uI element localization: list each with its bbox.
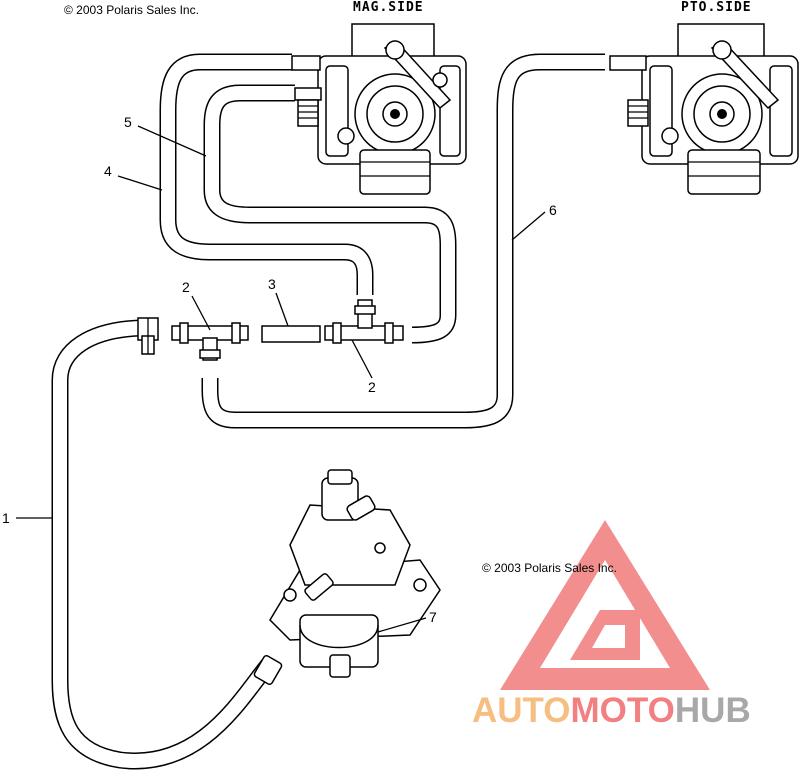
callout-3: 3 bbox=[268, 276, 276, 292]
hose-clamp bbox=[137, 317, 159, 355]
watermark-inner-mark bbox=[570, 610, 640, 660]
watermark-auto: AUTO bbox=[472, 691, 571, 730]
callout-6: 6 bbox=[549, 202, 557, 218]
callout-7: 7 bbox=[429, 609, 437, 625]
mag-side-label: MAG.SIDE bbox=[353, 0, 424, 15]
automotohub-watermark: AUTOMOTOHUB bbox=[472, 520, 751, 730]
leader-lines bbox=[16, 125, 546, 633]
callout-2-left: 2 bbox=[182, 279, 190, 295]
hose-3 bbox=[261, 325, 321, 343]
copyright-middle: © 2003 Polaris Sales Inc. bbox=[482, 561, 617, 575]
tee-fitting-right bbox=[324, 299, 404, 344]
callout-4: 4 bbox=[104, 163, 112, 179]
hoses bbox=[51, 53, 605, 770]
fuel-pump bbox=[253, 469, 441, 686]
watermark-moto: MOTO bbox=[571, 691, 675, 730]
watermark-hub: HUB bbox=[675, 691, 751, 730]
carburetor-pto-side: PTO.SIDE bbox=[609, 0, 799, 195]
pto-side-label: PTO.SIDE bbox=[681, 0, 752, 15]
callout-1: 1 bbox=[2, 510, 10, 526]
callout-5: 5 bbox=[124, 114, 132, 130]
tee-fitting-left bbox=[171, 322, 249, 361]
callout-2-right: 2 bbox=[368, 379, 376, 395]
svg-text:AUTOMOTOHUB: AUTOMOTOHUB bbox=[472, 691, 751, 730]
watermark-triangle bbox=[500, 520, 710, 690]
copyright-top: © 2003 Polaris Sales Inc. bbox=[64, 3, 199, 17]
carburetor-mag-side: MAG.SIDE bbox=[291, 0, 467, 195]
